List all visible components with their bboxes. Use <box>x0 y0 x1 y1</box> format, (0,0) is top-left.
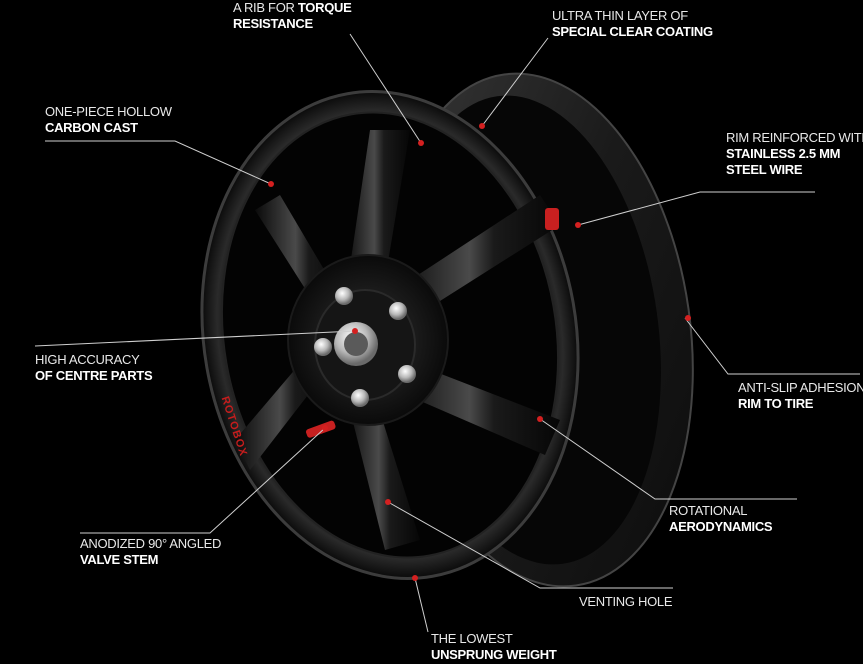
label-rim-reinforced: RIM REINFORCED WITH STAINLESS 2.5 mm STE… <box>726 130 863 177</box>
label-carbon-cast: ONE-PIECE HOLLOW CARBON CAST <box>45 104 172 135</box>
label-anti-slip: ANTI-SLIP ADHESION RIM TO TIRE <box>738 380 863 411</box>
wheel-hub <box>287 254 449 426</box>
label-unsprung-weight: THE LOWEST UNSPRUNG WEIGHT <box>431 631 557 662</box>
leader-lines <box>34 33 860 633</box>
label-torque-resistance: A RIB FOR TORQUE RESISTANCE <box>233 0 352 31</box>
label-clear-coating: ULTRA THIN LAYER OF SPECIAL CLEAR COATIN… <box>552 8 713 39</box>
label-centre-parts: HIGH ACCURACY OF CENTRE PARTS <box>35 352 153 383</box>
label-valve-stem: ANODIZED 90° ANGLED VALVE STEM <box>80 536 222 567</box>
valve-stem <box>305 208 559 438</box>
label-aerodynamics: ROTATIONAL AERODYNAMICS <box>669 503 773 534</box>
label-venting-hole: VENTING HOLE <box>579 594 673 609</box>
marker-dots <box>268 123 691 581</box>
